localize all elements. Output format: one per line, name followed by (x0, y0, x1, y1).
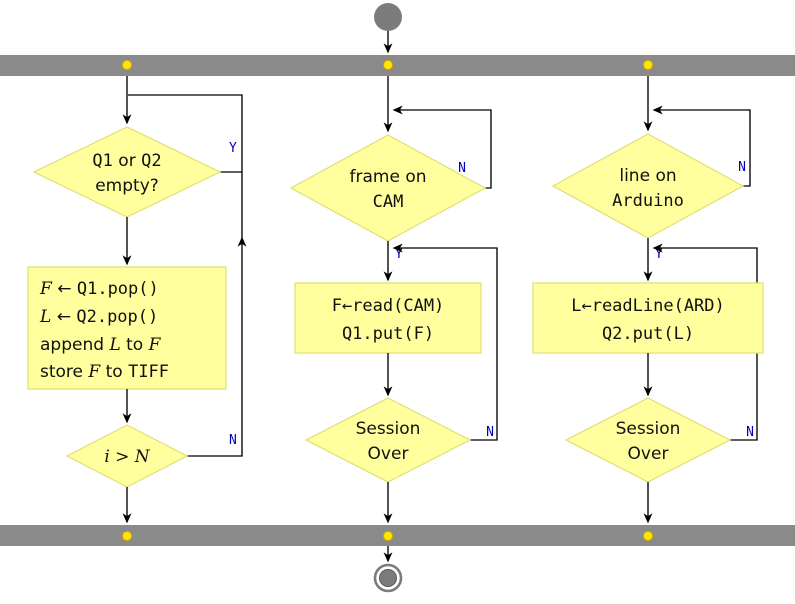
process-pop-store-line3: append L to F (40, 335, 162, 355)
process-pop-store-line2: L ← Q2.pop() (39, 307, 158, 327)
decision-line-on-arduino-line1: line on (619, 166, 676, 186)
process-readline-ard-line1: L←readLine(ARD) (571, 296, 725, 316)
process-read-cam-line2: Q1.put(F) (342, 324, 434, 344)
decision-frame-on-cam-line1: frame on (350, 167, 427, 187)
main-loop-return-line (128, 94, 243, 238)
join-dot-middle (382, 530, 394, 542)
decision-queues-empty-line2: empty? (95, 176, 159, 196)
join-dot-right (642, 530, 654, 542)
decision-queues-empty (32, 126, 222, 218)
camera-session-loop (392, 243, 498, 441)
decision-frame-on-cam-line2: CAM (373, 192, 404, 212)
process-readline-ard-line2: Q2.put(L) (602, 324, 694, 344)
join-bar (0, 525, 795, 546)
decision-frame-on-cam (289, 134, 487, 242)
decision-session-over-arduino (564, 397, 732, 483)
join-dot-left (121, 530, 133, 542)
decision-session-over-arduino-line2: Over (628, 444, 669, 464)
decision-session-over-camera-line2: Over (368, 444, 409, 464)
camera-busywait-loop (392, 105, 492, 189)
fork-dot-right (642, 59, 654, 71)
decision-i-greater-n-label: i > N (104, 447, 150, 467)
process-read-cam-line1: F←read(CAM) (332, 296, 445, 316)
start-node (374, 3, 402, 31)
fork-dot-middle (382, 59, 394, 71)
decision-session-over-camera-line1: Session (356, 419, 421, 439)
decision-line-on-arduino (551, 133, 745, 239)
thread-arduino: line on Arduino N Y L←readLine(ARD) Q2.p… (532, 76, 764, 524)
arduino-session-no-label: N (746, 425, 754, 440)
thread-camera: frame on CAM N Y F←read(CAM) Q1.put(F) S… (289, 76, 498, 524)
arduino-busy-no-label: N (738, 160, 746, 175)
camera-busy-no-label: N (458, 161, 466, 176)
decision-session-over-arduino-line1: Session (616, 419, 681, 439)
end-node-core (379, 569, 397, 587)
camera-session-no-label: N (486, 425, 494, 440)
decision-line-on-arduino-line2: Arduino (612, 191, 684, 211)
fork-dot-left (121, 59, 133, 71)
decision-queues-empty-line1: Q1 or Q2 (92, 151, 161, 171)
no-branch-label: N (229, 433, 237, 448)
arduino-busywait-loop (652, 105, 751, 187)
thread-main: Q1 or Q2 empty? Y F ← Q1.pop() L ← Q2.po… (27, 76, 247, 524)
camera-yes-label: Y (395, 247, 403, 262)
process-pop-store-line4: store F to TIFF (40, 362, 169, 382)
main-loop-up-arrow (187, 236, 247, 457)
arduino-yes-label: Y (655, 247, 663, 262)
decision-session-over-camera (304, 397, 472, 483)
fork-bar (0, 55, 795, 76)
yes-branch-label: Y (229, 141, 237, 156)
process-pop-store-line1: F ← Q1.pop() (39, 279, 159, 299)
process-read-cam (294, 282, 482, 354)
